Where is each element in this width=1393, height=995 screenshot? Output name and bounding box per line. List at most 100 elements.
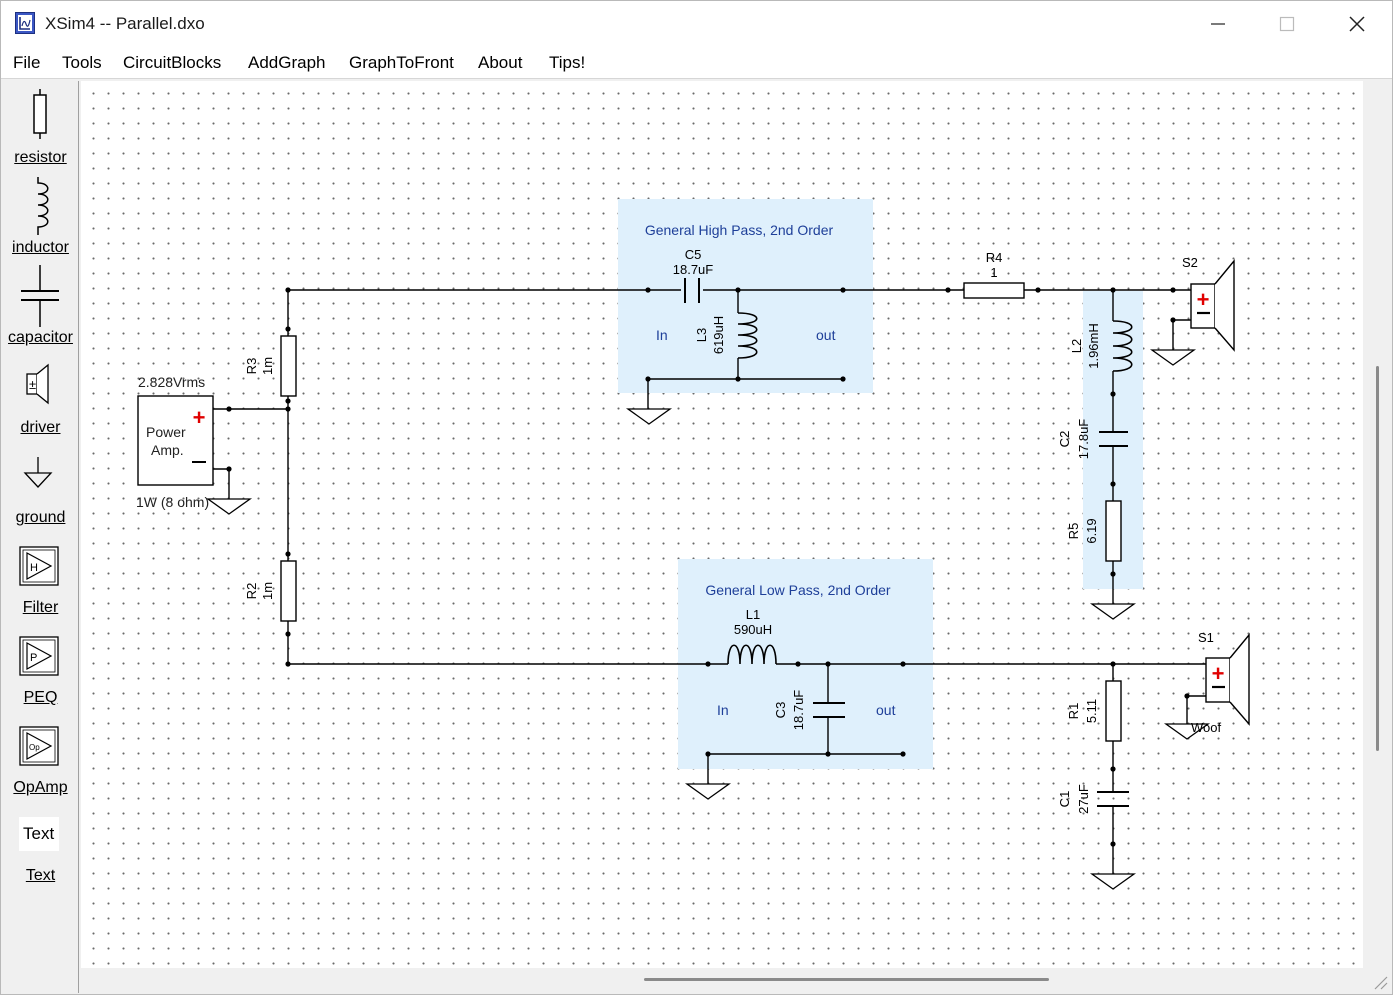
- menu-tips[interactable]: Tips!: [549, 53, 586, 72]
- close-icon: [1349, 16, 1365, 32]
- ground-icon: [23, 457, 53, 488]
- low-pass-out-label: out: [876, 702, 896, 718]
- palette-label-inductor: inductor: [12, 239, 69, 256]
- window-title: XSim4 -- Parallel.dxo: [45, 14, 205, 33]
- l1-value: 590uH: [734, 622, 772, 637]
- title-bar[interactable]: XSim4 -- Parallel.dxo: [1, 1, 1392, 47]
- minimize-button[interactable]: [1183, 1, 1253, 47]
- c2-value: 17.8uF: [1076, 419, 1091, 460]
- palette-label-opamp: OpAmp: [13, 779, 68, 796]
- palette-item-capacitor[interactable]: capacitor: [3, 265, 78, 353]
- amp-label-line1: Power: [146, 424, 186, 440]
- palette-item-peq[interactable]: P PEQ: [3, 633, 78, 713]
- r3-value: 1m: [260, 357, 275, 375]
- c3-name: C3: [773, 702, 788, 719]
- palette-label-resistor: resistor: [14, 149, 67, 166]
- capacitor-icon: [21, 265, 59, 327]
- l2-value: 1.96mH: [1086, 323, 1101, 369]
- c1-value: 27uF: [1076, 784, 1091, 814]
- capacitor-c3[interactable]: C3 18.7uF: [773, 690, 845, 731]
- palette-label-text: Text: [25, 867, 56, 884]
- palette-label-ground: ground: [15, 509, 66, 526]
- c2-name: C2: [1057, 431, 1072, 448]
- menu-bar: File Tools CircuitBlocks AddGraph GraphT…: [1, 47, 1392, 79]
- menu-file[interactable]: File: [13, 53, 41, 72]
- resize-grip-icon[interactable]: [1371, 973, 1389, 991]
- maximize-button[interactable]: [1252, 1, 1322, 47]
- menu-circuitblocks[interactable]: CircuitBlocks: [123, 53, 222, 72]
- palette-label-driver: driver: [20, 419, 61, 436]
- inductor-l2[interactable]: L2 1.96mH: [1069, 320, 1133, 372]
- l1-name: L1: [746, 607, 760, 622]
- ground-r5[interactable]: [1089, 603, 1137, 620]
- low-pass-title: General Low Pass, 2nd Order: [705, 582, 891, 598]
- resistor-r5[interactable]: R5 6.19: [1066, 500, 1122, 562]
- palette-item-ground[interactable]: ground: [3, 451, 78, 531]
- palette-item-inductor[interactable]: inductor: [3, 177, 78, 265]
- palette-item-resistor[interactable]: resistor: [3, 89, 78, 177]
- menu-tools[interactable]: Tools: [62, 53, 102, 72]
- horizontal-scroll-thumb[interactable]: [644, 978, 1049, 981]
- app-logo-icon: [15, 12, 35, 34]
- palette-item-text[interactable]: Text Text: [3, 813, 78, 893]
- driver-s2[interactable]: + S2: [1182, 255, 1235, 352]
- high-pass-in-label: In: [656, 327, 668, 343]
- r5-value: 6.19: [1084, 518, 1099, 543]
- inductor-icon: [37, 177, 49, 235]
- minimize-icon: [1211, 23, 1225, 25]
- svg-text:P: P: [30, 652, 37, 664]
- schematic: + Power Amp. 2.828Vrms 1W (8 ohm) R3 1m …: [136, 199, 1250, 890]
- palette-item-driver[interactable]: ± driver: [3, 357, 78, 445]
- amp-voltage-label: 2.828Vrms: [138, 374, 205, 390]
- menu-addgraph[interactable]: AddGraph: [248, 53, 326, 72]
- driver-s1[interactable]: + S1 Woof: [1191, 630, 1250, 735]
- capacitor-c5[interactable]: C5 18.7uF: [673, 247, 714, 303]
- resistor-r4[interactable]: R4 1: [963, 250, 1025, 299]
- c5-name: C5: [685, 247, 702, 262]
- menu-graphtofront[interactable]: GraphToFront: [349, 53, 454, 72]
- svg-text:+: +: [1197, 287, 1210, 312]
- vertical-scroll-thumb[interactable]: [1376, 366, 1379, 751]
- component-palette: resistor inductor capacitor ± driver: [3, 81, 79, 993]
- inductor-l1[interactable]: L1 590uH: [727, 607, 777, 665]
- palette-label-capacitor: capacitor: [8, 329, 73, 346]
- s1-label: Woof: [1191, 720, 1221, 735]
- palette-item-opamp[interactable]: Op OpAmp: [3, 723, 78, 803]
- high-pass-out-label: out: [816, 327, 836, 343]
- high-pass-title: General High Pass, 2nd Order: [645, 222, 834, 238]
- low-pass-in-label: In: [717, 702, 729, 718]
- r2-value: 1m: [260, 582, 275, 600]
- schematic-canvas[interactable]: + Power Amp. 2.828Vrms 1W (8 ohm) R3 1m …: [81, 81, 1363, 968]
- resistor-r1[interactable]: R1 5.11: [1066, 680, 1122, 742]
- close-button[interactable]: [1322, 1, 1392, 47]
- filter-icon: H: [19, 546, 59, 586]
- junction-dots: [226, 287, 1190, 847]
- ground-c1[interactable]: [1089, 873, 1137, 890]
- ground-high-pass[interactable]: [625, 408, 673, 425]
- amp-power-label: 1W (8 ohm): [136, 494, 209, 510]
- maximize-icon: [1279, 16, 1295, 32]
- r1-name: R1: [1066, 703, 1081, 720]
- r3-name: R3: [244, 358, 259, 375]
- resistor-r3[interactable]: R3 1m: [244, 335, 297, 397]
- ground-low-pass[interactable]: [684, 783, 732, 800]
- inductor-l3[interactable]: L3 619uH: [694, 312, 758, 359]
- c1-name: C1: [1057, 791, 1072, 808]
- capacitor-c1[interactable]: C1 27uF: [1057, 784, 1129, 814]
- capacitor-c2[interactable]: C2 17.8uF: [1057, 419, 1128, 460]
- text-icon-label: Text: [23, 824, 55, 843]
- svg-text:±: ±: [29, 377, 36, 392]
- peq-icon: P: [19, 636, 59, 676]
- l3-name: L3: [694, 328, 709, 342]
- resistor-r2[interactable]: R2 1m: [244, 560, 297, 622]
- menu-about[interactable]: About: [478, 53, 523, 72]
- ground-amp[interactable]: [205, 498, 253, 515]
- ground-s2[interactable]: [1149, 349, 1197, 366]
- palette-label-peq: PEQ: [23, 689, 58, 706]
- power-amp[interactable]: + Power Amp. 2.828Vrms 1W (8 ohm): [136, 374, 214, 510]
- palette-item-filter[interactable]: H Filter: [3, 543, 78, 623]
- ground-s1[interactable]: [1163, 723, 1211, 740]
- svg-text:H: H: [30, 562, 38, 574]
- horizontal-scrollbar[interactable]: [81, 968, 1364, 994]
- high-pass-block[interactable]: [618, 199, 873, 393]
